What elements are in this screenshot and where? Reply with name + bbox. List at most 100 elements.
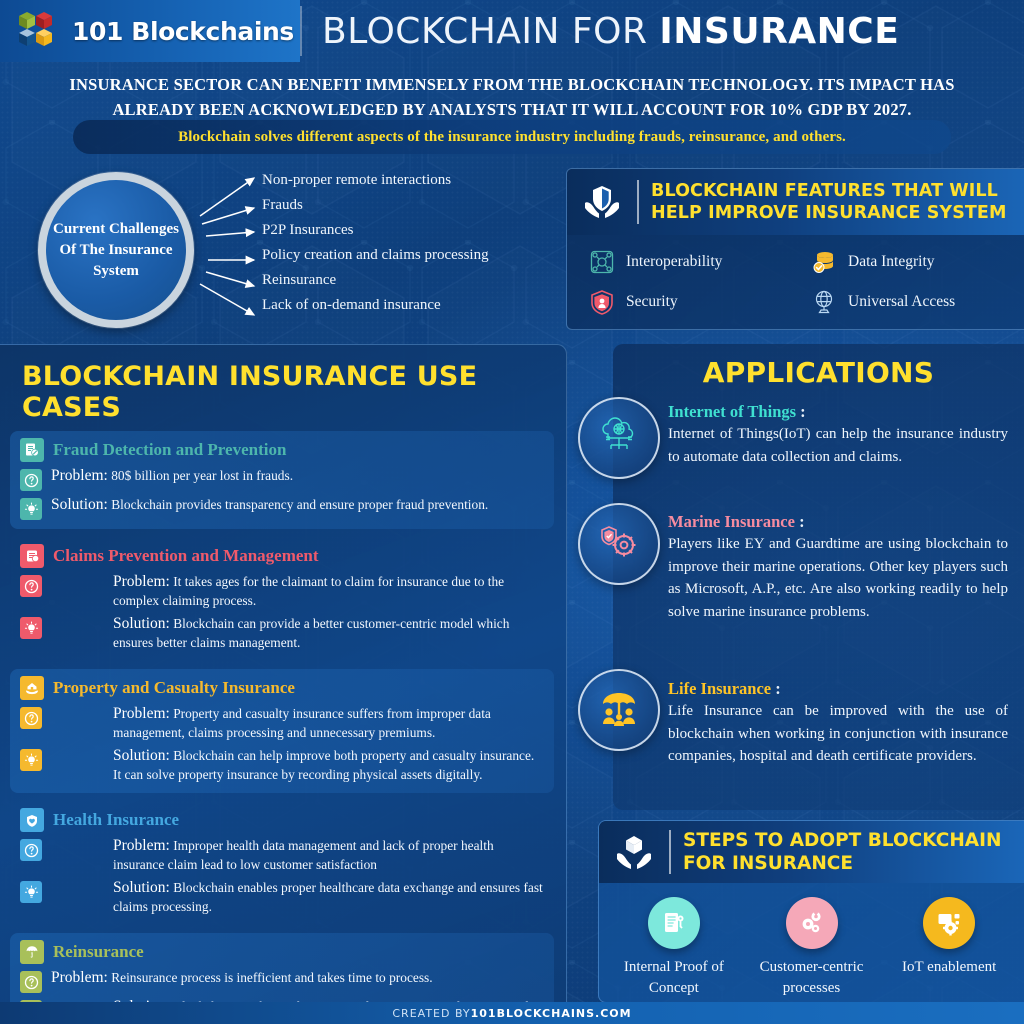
use-case-header: Fraud Detection and Prevention: [20, 438, 544, 462]
steps-heading-line1: STEPS TO ADOPT BLOCKCHAIN: [683, 830, 1002, 851]
use-case-solution: Solution: Blockchain enables proper heal…: [20, 879, 544, 916]
challenges-circle-label: Current Challenges Of The Insurance Syst…: [53, 220, 179, 279]
step-item: IoT enablement: [880, 897, 1018, 999]
application-icon-circle: [578, 669, 660, 751]
use-case-card: Claims Prevention and Management Problem…: [10, 537, 554, 661]
use-case-problem: Problem: It takes ages for the claimant …: [20, 573, 544, 610]
lightbulb-icon: [20, 498, 42, 520]
steps-box: STEPS TO ADOPT BLOCKCHAIN FOR INSURANCE …: [598, 820, 1024, 1003]
feature-security: Security: [589, 289, 811, 315]
step-label: Customer-centric processes: [759, 959, 864, 996]
application-title-colon: :: [794, 512, 805, 531]
application-body: Life Insurance : Life Insurance can be i…: [668, 679, 1008, 768]
brand-block[interactable]: 101 Blockchains: [0, 0, 300, 62]
list-item: Reinsurance: [262, 272, 337, 288]
application-body: Marine Insurance : Players like EY and G…: [668, 512, 1008, 623]
problem-text: Improper health data management and lack…: [113, 838, 494, 872]
solution-label: Solution:: [113, 747, 170, 764]
lightbulb-icon: [20, 749, 42, 771]
application-title-colon: :: [771, 679, 781, 698]
heart-shield-icon: [20, 808, 44, 832]
problem-label: Problem:: [51, 969, 108, 986]
application-icon-circle: [578, 397, 660, 479]
problem-text: Property and casualty insurance suffers …: [113, 706, 491, 740]
application-title: Marine Insurance :: [668, 512, 1008, 532]
use-case-title: Health Insurance: [53, 810, 180, 829]
use-cases-title: BLOCKCHAIN INSURANCE USE CASES: [22, 361, 478, 423]
application-text: Internet of Things(IoT) can help the ins…: [668, 426, 1008, 465]
feature-label: Data Integrity: [848, 253, 935, 270]
cloud-iot-icon: [596, 414, 642, 463]
application-title-text: Internet of Things: [668, 402, 797, 421]
application-text: Life Insurance can be improved with the …: [668, 703, 1008, 764]
divider: [637, 180, 639, 224]
list-item: Lack of on-demand insurance: [262, 297, 441, 313]
applications-title: APPLICATIONS: [702, 356, 935, 389]
lightbulb-icon: [20, 617, 42, 639]
list-item: Policy creation and claims processing: [262, 247, 489, 263]
problem-label: Problem:: [113, 573, 170, 590]
use-case-title: Claims Prevention and Management: [53, 546, 319, 565]
feature-label: Interoperability: [626, 253, 723, 270]
use-case-problem: Problem: Property and casualty insurance…: [20, 705, 544, 742]
features-box: BLOCKCHAIN FEATURES THAT WILL HELP IMPRO…: [566, 168, 1024, 330]
problem-label: Problem:: [113, 705, 170, 722]
step-item: Internal Proof of Concept: [605, 897, 743, 999]
brand-name: 101 Blockchains: [72, 16, 294, 46]
features-heading-line2: HELP IMPROVE INSURANCE SYSTEM: [651, 203, 1007, 223]
database-check-icon: [811, 249, 837, 275]
list-item: Frauds: [262, 197, 303, 213]
list-item: P2P Insurances: [262, 222, 354, 238]
step-item: Customer-centric processes: [743, 897, 881, 999]
challenges-circle: Current Challenges Of The Insurance Syst…: [38, 172, 194, 328]
feature-label: Universal Access: [848, 293, 956, 310]
problem-label: Problem:: [51, 467, 108, 484]
solution-label: Solution:: [113, 615, 170, 632]
steps-heading: STEPS TO ADOPT BLOCKCHAIN FOR INSURANCE: [683, 829, 1002, 875]
features-header: BLOCKCHAIN FEATURES THAT WILL HELP IMPRO…: [567, 169, 1024, 235]
footer-site[interactable]: 101BLOCKCHAINS.COM: [470, 1006, 632, 1020]
device-gear-icon: [923, 897, 976, 949]
solution-text: Blockchain can provide a better customer…: [113, 616, 510, 650]
use-case-title: Reinsurance: [53, 942, 144, 961]
use-case-title: Property and Casualty Insurance: [53, 678, 295, 697]
challenges-section: Current Challenges Of The Insurance Syst…: [0, 160, 560, 340]
use-case-card: Fraud Detection and Prevention Problem: …: [10, 431, 554, 529]
use-case-problem: Problem: Improper health data management…: [20, 837, 544, 874]
gears-person-icon: [785, 897, 838, 949]
feature-data-integrity: Data Integrity: [811, 249, 1024, 275]
claims-folder-icon: [20, 544, 44, 568]
question-mark-icon: [20, 469, 42, 491]
use-cases-panel: BLOCKCHAIN INSURANCE USE CASES Fraud Det…: [0, 344, 567, 1024]
use-case-solution: Solution: Blockchain can provide a bette…: [20, 615, 544, 652]
house-hand-icon: [20, 676, 44, 700]
application-title-colon: :: [796, 402, 806, 421]
steps-heading-line2: FOR INSURANCE: [683, 853, 854, 874]
cubes-logo-icon: [16, 9, 62, 53]
features-heading-line1: BLOCKCHAIN FEATURES THAT WILL: [651, 181, 998, 201]
solution-label: Solution:: [51, 496, 108, 513]
features-grid: Interoperability Data Integrity Security…: [567, 235, 1024, 315]
feature-label: Security: [626, 293, 678, 310]
solution-text: Blockchain enables proper healthcare dat…: [113, 880, 543, 914]
use-case-header: Reinsurance: [20, 940, 544, 964]
divider: [669, 830, 671, 874]
use-case-solution: Solution: Blockchain provides transparen…: [20, 496, 544, 520]
family-umbrella-icon: [595, 686, 643, 735]
feature-universal-access: Universal Access: [811, 289, 1024, 315]
hero-statement: INSURANCE SECTOR CAN BENEFIT IMMENSELY F…: [69, 75, 955, 119]
list-item: Non-proper remote interactions: [262, 172, 452, 188]
question-mark-icon: [20, 707, 42, 729]
use-case-card: Health Insurance Problem: Improper healt…: [10, 801, 554, 925]
steps-row: Internal Proof of Concept Customer-centr…: [599, 883, 1024, 999]
hero-pill-text: Blockchain solves different aspects of t…: [178, 128, 846, 145]
hero-pill: Blockchain solves different aspects of t…: [73, 120, 951, 154]
use-case-header: Property and Casualty Insurance: [20, 676, 544, 700]
application-text: Players like EY and Guardtime are using …: [668, 536, 1008, 620]
use-case-title: Fraud Detection and Prevention: [53, 440, 287, 459]
shield-in-hands-icon: [579, 179, 625, 225]
challenge-arrows: [199, 177, 256, 316]
use-case-header: Claims Prevention and Management: [20, 544, 544, 568]
use-case-card: Property and Casualty Insurance Problem:…: [10, 669, 554, 793]
